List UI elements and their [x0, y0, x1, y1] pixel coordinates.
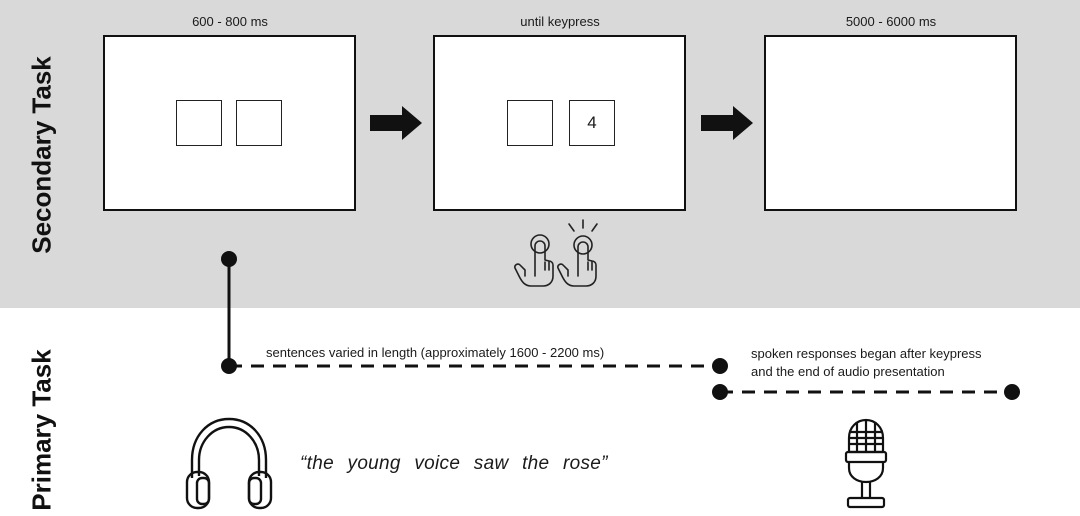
- sentence-end-dot: [712, 358, 728, 374]
- panel-1-duration: 600 - 800 ms: [192, 14, 268, 29]
- example-sentence: “the young voice saw the rose”: [300, 453, 608, 474]
- panel-2-duration: until keypress: [520, 14, 600, 29]
- panel-3-blank-screen: [764, 35, 1017, 211]
- panel-3-duration: 5000 - 6000 ms: [845, 14, 937, 29]
- finger-tap-icon: [557, 219, 598, 287]
- panel-1-left-square: [176, 100, 222, 146]
- panel-1-fixation-screen: [103, 35, 356, 211]
- response-note-line-2: and the end of audio presentation: [751, 364, 945, 379]
- sentence-timing-note: sentences varied in length (approximatel…: [266, 345, 605, 360]
- connector-top-dot: [221, 251, 237, 267]
- microphone-icon: [844, 418, 888, 509]
- finger-press-icon: [514, 234, 554, 287]
- response-end-dot: [1004, 384, 1020, 400]
- panel-2-target-screen: 4: [433, 35, 686, 211]
- panel-1-right-square: [236, 100, 282, 146]
- sentence-start-dot: [221, 358, 237, 374]
- response-start-dot: [712, 384, 728, 400]
- panel-2-left-square: [507, 100, 553, 146]
- panel-2-digit-square: 4: [569, 100, 615, 146]
- headphones-icon: [185, 417, 273, 510]
- arrow-right-icon: [701, 106, 753, 140]
- response-note-line-1: spoken responses began after keypress: [751, 346, 982, 361]
- arrow-right-icon: [370, 106, 422, 140]
